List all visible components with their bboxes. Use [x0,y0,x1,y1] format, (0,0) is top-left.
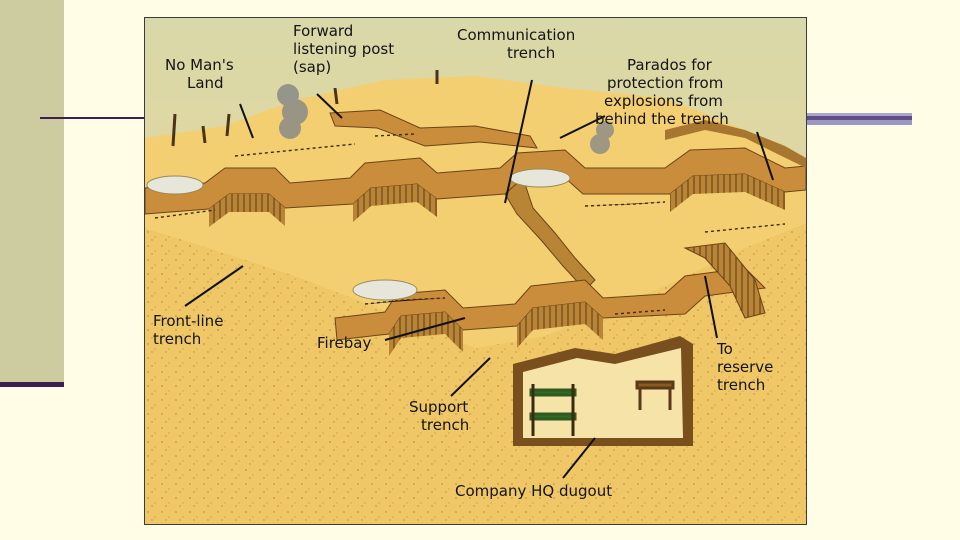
sap-trench [329,109,538,149]
shell-crater-icon [352,279,418,301]
label-company-hq-dugout: Company HQ dugout [455,482,612,500]
trench-diagram: No Man's Land Forward listening post (sa… [144,17,807,525]
label-no-mans-land: No Man's Land [165,56,239,92]
label-reserve-trench: To reserve trench [716,340,778,394]
table-icon [635,380,675,410]
tree-stump-icon [171,70,439,147]
trench-diagram-svg: No Man's Land Forward listening post (sa… [145,18,806,524]
label-support-trench: Support trench [409,398,473,434]
support-revetment [517,302,603,348]
front-line-revetment [353,184,437,222]
bunk-bed-icon [529,384,577,436]
left-rule-line [40,117,146,119]
smoke-plume-icon [277,84,308,139]
label-forward-listening-post: Forward listening post (sap) [293,22,399,76]
shell-crater-icon [146,175,204,195]
right-rule-line [806,113,912,125]
label-firebay: Firebay [317,334,371,352]
communication-trench [504,177,596,291]
hq-dugout [513,336,693,446]
label-communication-trench: Communication trench [457,26,580,62]
side-band-underline [0,382,64,387]
parados-ridge [665,120,806,168]
smoke-plume-icon [590,121,614,154]
reserve-trench [683,242,766,319]
shell-crater-icon [509,168,571,188]
front-line-revetment [209,194,285,227]
leader-lines [184,79,774,479]
side-band [0,0,64,382]
barbed-wire-icon [154,133,786,315]
ground-surface [145,76,806,348]
front-line-revetment [670,174,785,212]
label-front-line-trench: Front-line trench [153,312,228,348]
label-parados: Parados for protection from explosions f… [595,56,729,128]
